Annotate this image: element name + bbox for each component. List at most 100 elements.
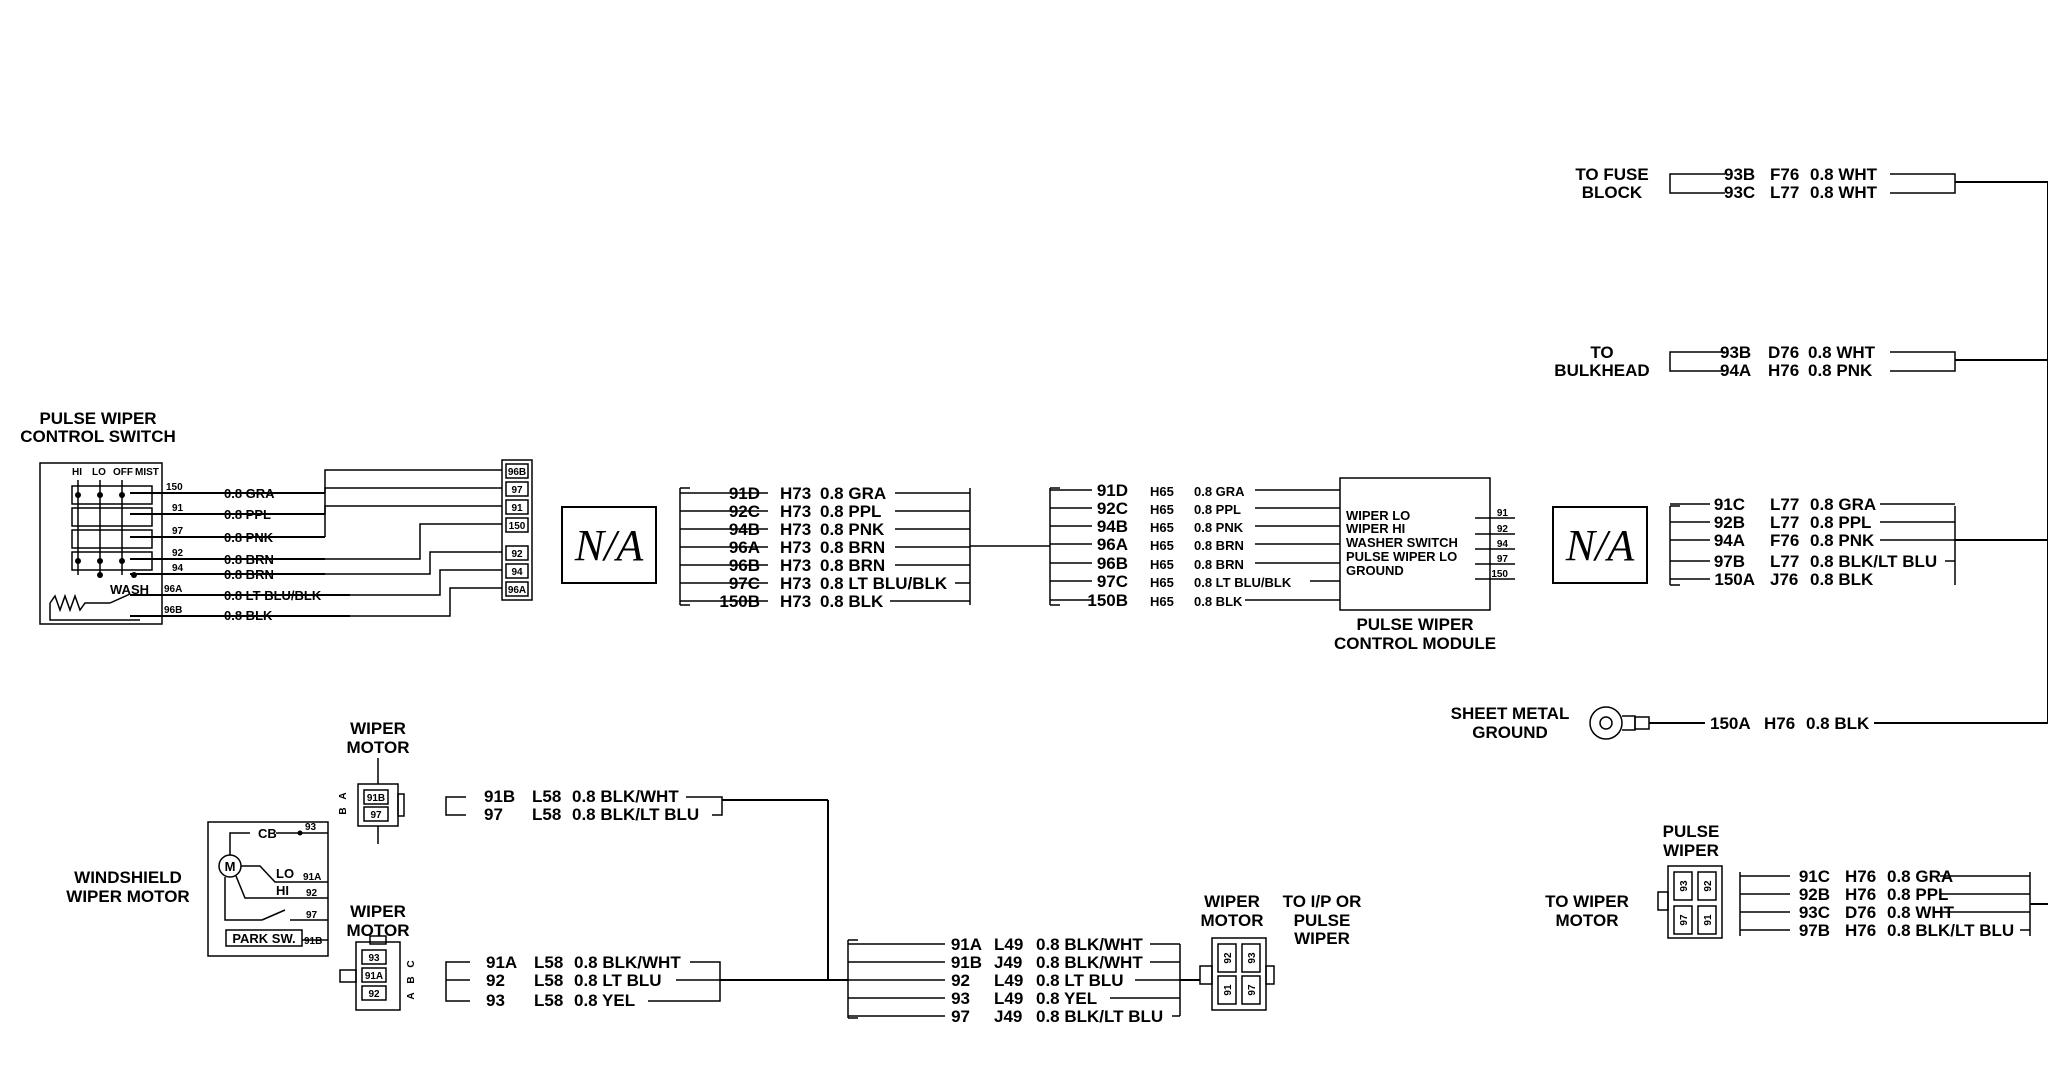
connector-pin: 91 xyxy=(511,503,523,514)
row-circ: 91C xyxy=(1799,867,1830,886)
h73-row: 94B H73 0.8 PNK xyxy=(680,520,970,539)
connector-pin: 92 xyxy=(511,549,523,560)
pin-box xyxy=(1673,871,1693,901)
sheet-metal-ground: SHEET METAL GROUND 150A H76 0.8 BLK xyxy=(1451,704,2048,742)
wire-route xyxy=(350,569,502,596)
row-code: H76 xyxy=(1845,921,1876,940)
row-wire: 0.8 LT BLU/BLK xyxy=(820,574,948,593)
row-code: J49 xyxy=(994,953,1022,972)
row-wire: 0.8 YEL xyxy=(574,991,635,1010)
row-code: J76 xyxy=(1770,570,1798,589)
row-wire: 0.8 GRA xyxy=(820,484,886,503)
windshield-pin: 92 xyxy=(306,888,318,899)
l49-row: 93 L49 0.8 YEL xyxy=(848,989,1180,1008)
switch-dot xyxy=(75,492,81,498)
ground-label-2: GROUND xyxy=(1472,723,1548,742)
connector-tab xyxy=(369,935,387,945)
fuse-block-label-2: BLOCK xyxy=(1582,183,1643,202)
connector-pin: 97 xyxy=(1247,984,1258,996)
connector-pin: 93 xyxy=(1679,880,1690,892)
switch-contact xyxy=(71,551,153,571)
fuse-bracket-left xyxy=(1669,173,1725,194)
row-circ: 91A xyxy=(486,953,517,972)
park-switch-blade xyxy=(261,909,286,921)
h65-wire-group: 91D H65 0.8 GRA 92C H65 0.8 PPL 94B H65 … xyxy=(1049,481,1340,610)
connector-pin: 91 xyxy=(1223,984,1234,996)
l49-row: 91A L49 0.8 BLK/WHT xyxy=(848,935,1180,954)
row-circ: 94A xyxy=(1714,531,1745,550)
pin-box xyxy=(505,581,529,597)
row-code: H76 xyxy=(1845,885,1876,904)
switch-wires: 150 91 97 92 94 96A 96B 0.8 GRA 0.8 PPL … xyxy=(130,482,350,623)
switch-pos-lo: LO xyxy=(92,467,106,478)
output-row: 94A F76 0.8 PNK xyxy=(1670,531,1955,550)
to-fuse-block: TO FUSE BLOCK 93B F76 0.8 WHT 93C L77 0.… xyxy=(1575,165,2048,202)
ground-wire-label: 0.8 BLK xyxy=(1806,714,1870,733)
fuse-code: L77 xyxy=(1770,183,1799,202)
l49-row: 91B J49 0.8 BLK/WHT xyxy=(848,953,1180,972)
row-code: H73 xyxy=(780,484,811,503)
pin-box xyxy=(1217,975,1237,1005)
wash-resistor xyxy=(49,593,110,613)
bracket xyxy=(445,796,466,816)
h73-row: 97C H73 0.8 LT BLU/BLK xyxy=(680,574,970,593)
connector-pin: 93 xyxy=(368,953,380,964)
row-circ: 92B xyxy=(1714,513,1745,532)
row-wire: 0.8 LT BLU xyxy=(1036,971,1124,990)
row-code: D76 xyxy=(1845,903,1876,922)
pin-box xyxy=(1697,905,1717,935)
park-sw-box xyxy=(225,929,303,947)
pin-box xyxy=(1241,943,1261,973)
row-wire: 0.8 BLK/WHT xyxy=(574,953,681,972)
switch-title-1: PULSE WIPER xyxy=(39,409,156,428)
hi-label: HI xyxy=(276,883,289,898)
h73-row: 150B H73 0.8 BLK xyxy=(680,592,970,611)
h65-row: 96A H65 0.8 BRN xyxy=(1050,535,1340,554)
switch-circ: 97 xyxy=(172,526,184,537)
pin-box xyxy=(1697,871,1717,901)
wiper-motor-bottom-connector xyxy=(1211,937,1267,1011)
row-wire: 0.8 PNK xyxy=(820,520,885,539)
connector-latch xyxy=(1199,965,1213,985)
bulkhead-code: D76 xyxy=(1768,343,1799,362)
ground-eyelet-hole xyxy=(1599,716,1613,730)
park-sw-label: PARK SW. xyxy=(232,931,295,946)
row-code: L49 xyxy=(994,989,1023,1008)
row-circ: 92 xyxy=(951,971,970,990)
h65-row: 92C H65 0.8 PPL xyxy=(1050,499,1340,518)
bulkhead-bracket-left xyxy=(1669,351,1725,372)
switch-circ: 91 xyxy=(172,503,184,514)
wash-switch-blade xyxy=(109,593,131,604)
bulkhead-wire: 0.8 WHT xyxy=(1808,343,1876,362)
row-wire: 0.8 WHT xyxy=(1887,903,1955,922)
windshield-motor-box xyxy=(207,821,329,957)
switch-wire: 0.8 BRN xyxy=(224,567,274,582)
row-wire: 0.8 BRN xyxy=(820,538,885,557)
row-circ: 150B xyxy=(719,592,760,611)
bulkhead-circ: 94A xyxy=(1720,361,1751,380)
switch-contact xyxy=(71,507,153,527)
row-wire: 0.8 LT BLU/BLK xyxy=(1194,575,1292,590)
row-code: L77 xyxy=(1770,495,1799,514)
connector-pin: 94 xyxy=(511,567,523,578)
module-title-2: CONTROL MODULE xyxy=(1334,634,1496,653)
module-input: PULSE WIPER LO xyxy=(1346,549,1457,564)
connector-latch xyxy=(1657,891,1669,911)
connector-pin: 91 xyxy=(1703,914,1714,926)
na-box-right xyxy=(1552,506,1648,584)
switch-dot xyxy=(97,572,103,578)
fuse-wire: 0.8 WHT xyxy=(1810,183,1878,202)
connector-latch xyxy=(339,969,357,983)
module-pin: 150 xyxy=(1491,569,1508,580)
switch-title-2: CONTROL SWITCH xyxy=(20,427,176,446)
module-title-1: PULSE WIPER xyxy=(1356,615,1473,634)
connector-pin: 92 xyxy=(1703,880,1714,892)
wash-return xyxy=(49,603,140,621)
h73-wire-group: 91D H73 0.8 GRA 92C H73 0.8 PPL 94B H73 … xyxy=(679,484,1050,611)
module-pin: 92 xyxy=(1497,524,1509,535)
row-wire: 0.8 BLK xyxy=(1194,594,1243,609)
switch-wash-label: WASH xyxy=(110,582,149,597)
row-circ: 91B xyxy=(484,787,515,806)
pin-box xyxy=(361,949,387,965)
